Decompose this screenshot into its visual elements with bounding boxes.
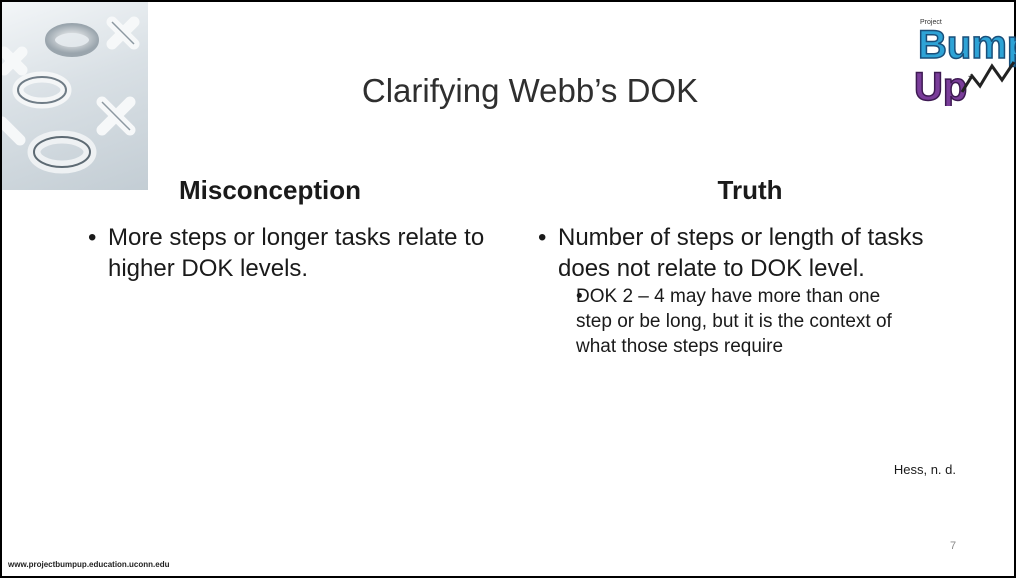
truth-bullet-text: Number of steps or length of tasks does … xyxy=(558,224,924,282)
svg-text:Bump: Bump xyxy=(918,23,1016,67)
citation: Hess, n. d. xyxy=(893,462,956,477)
footer-url: www.projectbumpup.education.uconn.edu xyxy=(8,560,170,569)
misconception-heading: Misconception xyxy=(178,175,361,205)
svg-text:Project: Project xyxy=(920,19,942,26)
truth-sub-list: DOK 2 – 4 may have more than one step or… xyxy=(558,284,916,359)
page-number: 7 xyxy=(950,540,957,552)
misconception-list: More steps or longer tasks relate to hig… xyxy=(88,222,508,284)
truth-list: Number of steps or length of tasks does … xyxy=(538,222,958,359)
tic-tac-toe-image xyxy=(2,2,148,190)
misconception-bullet: More steps or longer tasks relate to hig… xyxy=(88,222,508,284)
slide-title: Clarifying Webb’s DOK xyxy=(361,72,699,109)
truth-sub-bullet: DOK 2 – 4 may have more than one step or… xyxy=(576,284,916,359)
svg-text:+: + xyxy=(968,72,974,83)
truth-heading: Truth xyxy=(717,175,783,205)
project-bump-up-logo: Project Bump Up + xyxy=(910,14,1016,106)
truth-bullet: Number of steps or length of tasks does … xyxy=(538,222,958,359)
svg-text:Up: Up xyxy=(914,65,967,106)
